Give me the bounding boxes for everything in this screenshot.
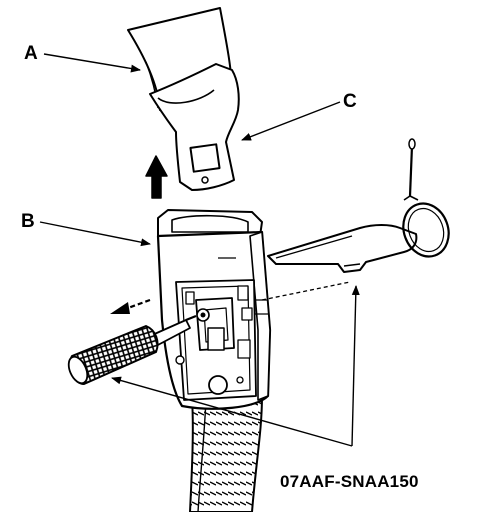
callout-a: A: [24, 43, 38, 64]
callout-c: C: [343, 91, 357, 112]
buckle-stalk: [189, 395, 263, 512]
tool-insertion-line: [261, 281, 351, 301]
push-direction-arrow: [110, 298, 151, 314]
tongue-plate: [149, 63, 240, 191]
pull-up-arrow: [145, 155, 168, 199]
leader-lines: [39, 53, 360, 447]
tool-number-label: 07AAF-SNAA150: [280, 472, 419, 491]
screwdriver: [67, 314, 197, 385]
special-tool: [267, 138, 450, 273]
callout-b: B: [21, 211, 35, 232]
buckle-housing: [156, 209, 272, 410]
